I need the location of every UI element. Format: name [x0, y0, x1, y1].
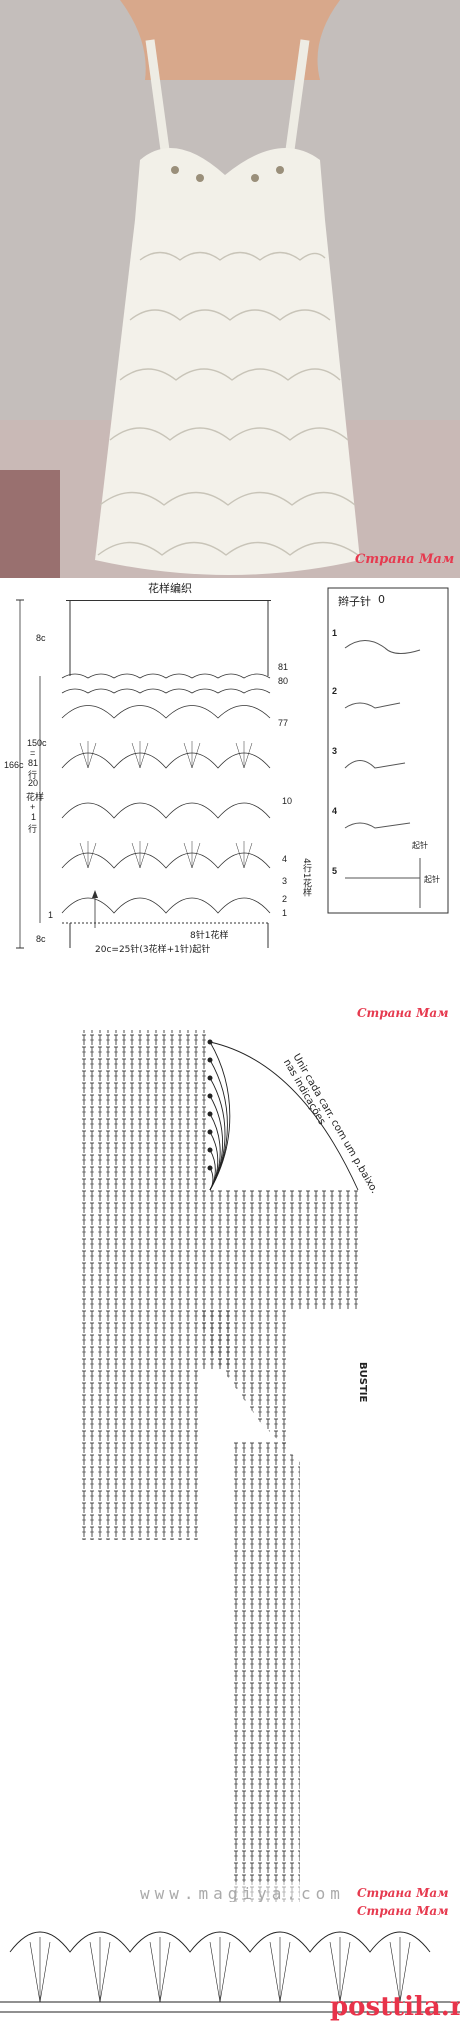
site-url: www.magiya.com	[140, 1884, 345, 1902]
label-8c-top: 8c	[36, 633, 46, 643]
row-1: 1	[282, 908, 288, 918]
label-166c: 166c	[4, 760, 24, 770]
label-hang2: 行	[28, 824, 38, 834]
label-8c-bottom: 8c	[36, 934, 46, 944]
step-4: 4	[332, 806, 338, 816]
note-stitch: 8针1花样	[190, 931, 229, 941]
dress-photo: Страна Мам	[0, 0, 460, 578]
stitch-pattern-diagram: 花样编织 8c 166c 150c = 81 行 20 花样 + 1 行 8c …	[0, 578, 460, 1022]
watermark-postila: posttila.ru	[330, 1992, 460, 2022]
step-1: 1	[332, 628, 338, 638]
row-80: 80	[278, 676, 289, 686]
side-panel-symbol: 0	[378, 593, 385, 606]
pattern-title: 花样编织	[148, 582, 192, 595]
side-label: 4行1花样	[301, 858, 311, 897]
label-81: 81	[28, 758, 39, 768]
row-2: 2	[282, 894, 288, 904]
stitch-chart	[16, 587, 449, 949]
watermark: Страна Мам	[355, 552, 455, 567]
label-1: 1	[31, 812, 37, 822]
watermark-2: Страна Мам	[357, 1006, 449, 1020]
row-3: 3	[282, 876, 288, 886]
note-chain: 20c=25针(3花样+1针)起针	[95, 945, 211, 955]
label-20: 20	[28, 778, 39, 788]
edging-diagram	[0, 1931, 460, 2013]
bustie-title: BUSTIE	[357, 1362, 368, 1403]
row-81: 81	[278, 662, 289, 672]
label-hang: 行	[28, 770, 38, 780]
watermark-3: Страна Мам	[357, 1886, 449, 1900]
label-eq: =	[30, 748, 36, 758]
dress-illustration	[0, 0, 460, 578]
step-5: 5	[332, 866, 338, 876]
step5-note: 起针	[424, 875, 440, 884]
bustie-chart: Unir cada carr. com um p.baixo. nas indi…	[0, 1022, 460, 1902]
side-panel-title: 辫子针	[338, 595, 371, 608]
step4-note: 起针	[412, 841, 428, 850]
step-3: 3	[332, 746, 338, 756]
row-4: 4	[282, 854, 288, 864]
row-10: 10	[282, 796, 293, 806]
edging-chart: Страна Мам posttila.ru	[0, 1902, 460, 2031]
watermark-4: Страна Мам	[357, 1904, 449, 1918]
label-150c: 150c	[27, 738, 47, 748]
row-77: 77	[278, 718, 289, 728]
left-row-1: 1	[48, 910, 54, 920]
step-2: 2	[332, 686, 338, 696]
label-huayang: 花样	[26, 792, 45, 802]
bustie-grid	[0, 1030, 460, 1902]
label-plus: +	[30, 802, 36, 812]
